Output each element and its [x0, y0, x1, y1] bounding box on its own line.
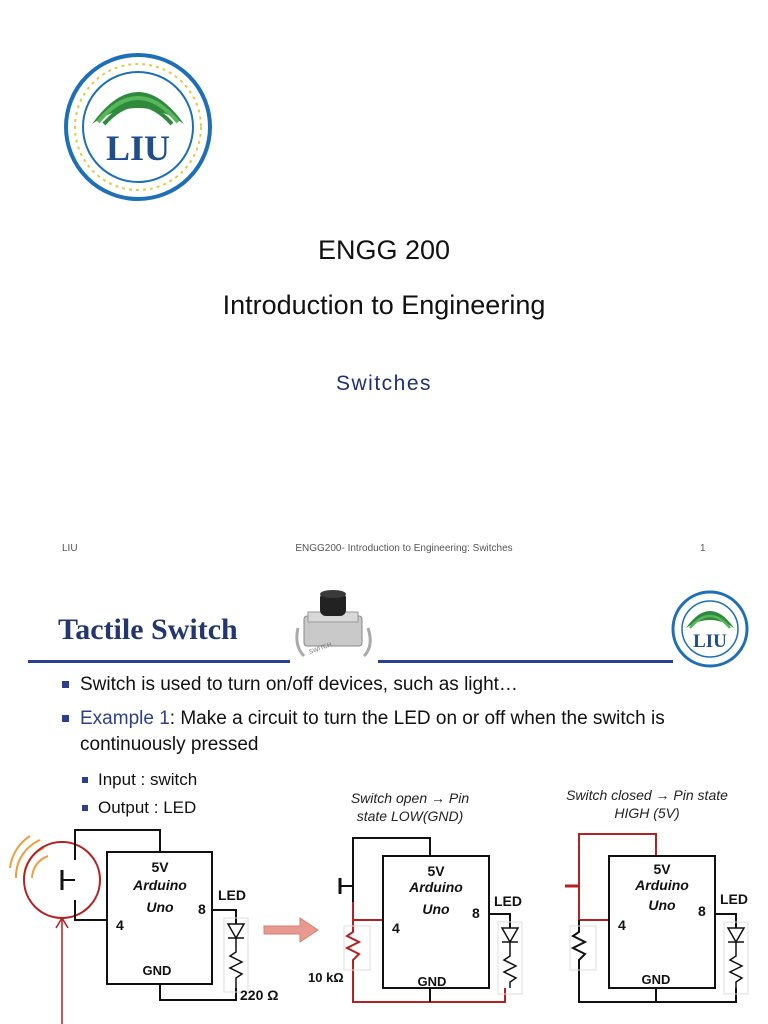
c2-arduino: Arduino — [408, 879, 463, 895]
arduino-box-3 — [608, 855, 716, 989]
circuit-diagrams: 5V Arduino Uno 4 8 GND LED 220 Ω 5V Ardu… — [9, 829, 749, 1024]
c1-r220: 220 Ω — [240, 987, 278, 1003]
transition-arrow — [263, 917, 319, 943]
circuit-3 — [565, 833, 749, 1003]
c2-pin8: 8 — [472, 905, 480, 921]
example-text: : Make a circuit to turn the LED on or o… — [80, 708, 665, 755]
caption-switch-closed: Switch closed → Pin state HIGH (5V) — [566, 787, 728, 821]
title-rule-left — [28, 660, 290, 663]
footer-center: ENGG200- Introduction to Engineering: Sw… — [295, 543, 513, 554]
c2-r10k: 10 kΩ — [308, 970, 344, 985]
example-label: Example 1 — [80, 708, 170, 729]
footer-left: LIU — [62, 543, 78, 554]
c3-arduino: Arduino — [634, 877, 689, 893]
circuit-2 — [338, 837, 523, 1003]
logo-text: LIU — [106, 128, 170, 168]
c2-uno: Uno — [422, 901, 450, 917]
c2-5v: 5V — [427, 863, 445, 879]
page-number: 1 — [700, 543, 706, 554]
c1-led: LED — [218, 887, 246, 903]
liu-logo: LIU — [64, 53, 212, 201]
c3-pin8: 8 — [698, 903, 706, 919]
course-title: Introduction to Engineering — [222, 290, 546, 320]
c2-led: LED — [494, 893, 522, 909]
course-code: ENGG 200 — [317, 235, 451, 265]
circuit-1 — [9, 829, 249, 1024]
c1-pin8: 8 — [198, 901, 206, 917]
c1-arduino: Arduino — [132, 877, 187, 893]
c3-pin4: 4 — [618, 917, 626, 933]
arduino-box-2 — [382, 855, 490, 989]
c3-uno: Uno — [648, 897, 676, 913]
c1-uno: Uno — [146, 899, 174, 915]
c1-gnd: GND — [143, 963, 172, 978]
c1-5v: 5V — [151, 859, 169, 875]
tactile-switch-image: SWITCH — [295, 590, 372, 658]
liu-logo-small: LIU — [671, 590, 749, 668]
bullet-list: Switch is used to turn on/off devices, s… — [62, 672, 722, 822]
sub-bullet-output: Output : LED — [62, 794, 722, 822]
slide-title: Tactile Switch — [58, 613, 238, 646]
c1-pin4: 4 — [116, 917, 124, 933]
c2-pin4: 4 — [392, 920, 400, 936]
title-rule-right — [378, 660, 673, 663]
title-slide: LIU ENGG 200 Introduction to Engineering… — [62, 53, 706, 554]
bullet-1: Switch is used to turn on/off devices, s… — [62, 672, 722, 698]
sub-bullet-input: Input : switch — [62, 766, 722, 794]
logo-small-text: LIU — [693, 631, 727, 652]
c3-led: LED — [720, 891, 748, 907]
bullet-2: Example 1: Make a circuit to turn the LE… — [62, 706, 722, 758]
c3-5v: 5V — [653, 861, 671, 877]
c2-gnd: GND — [418, 974, 447, 989]
topic-title: Switches — [335, 372, 433, 395]
c3-gnd: GND — [642, 972, 671, 987]
caption-switch-open: Switch open → Pin state LOW(GND) — [350, 790, 470, 824]
